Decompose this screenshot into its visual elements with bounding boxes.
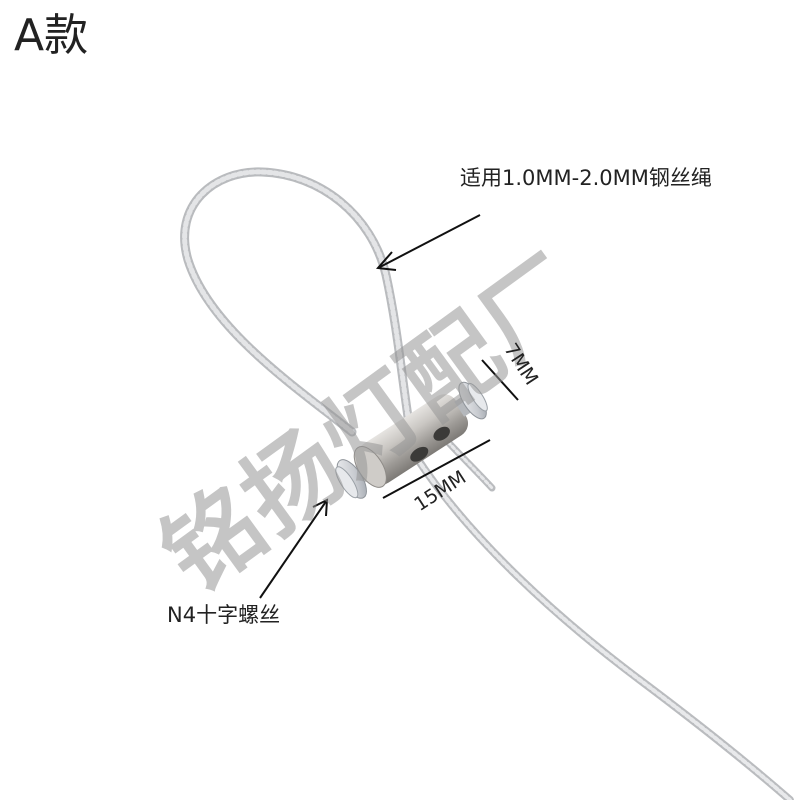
arrow-to-cable	[375, 214, 481, 271]
page-title: A款	[14, 10, 89, 61]
arrow-to-screw	[259, 498, 329, 599]
screw-head-left	[335, 459, 367, 499]
screw-head-right	[454, 381, 488, 420]
dimension-line-7mm	[481, 359, 519, 401]
wire-rope-loop	[180, 167, 415, 437]
screw-label: N4十字螺丝	[167, 603, 281, 627]
wire-rope-tail	[411, 438, 794, 800]
cable-gripper-body	[335, 381, 488, 499]
cable-range-label: 适用1.0MM-2.0MM钢丝绳	[460, 166, 712, 190]
dimension-line-15mm	[382, 439, 491, 499]
